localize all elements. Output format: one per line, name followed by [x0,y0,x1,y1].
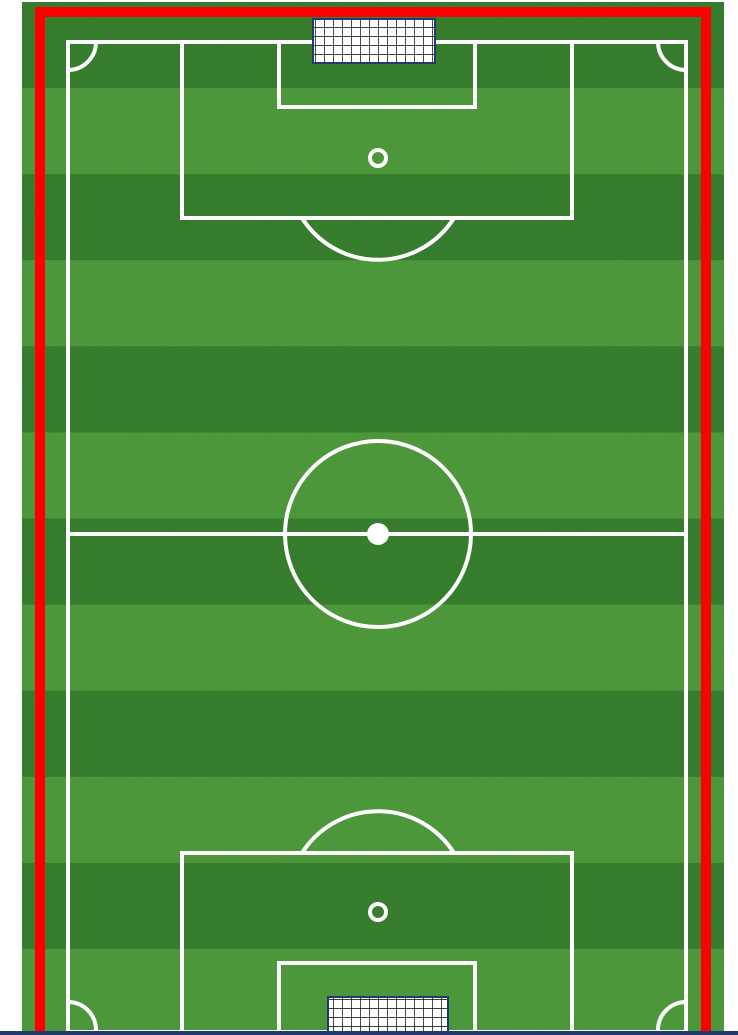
bottom-goal-net [328,997,448,1035]
center-spot [367,523,389,545]
bottom-bar [0,1031,738,1035]
grass [22,2,724,1035]
top-goal-net [313,19,435,63]
grass-texture [22,2,724,1035]
